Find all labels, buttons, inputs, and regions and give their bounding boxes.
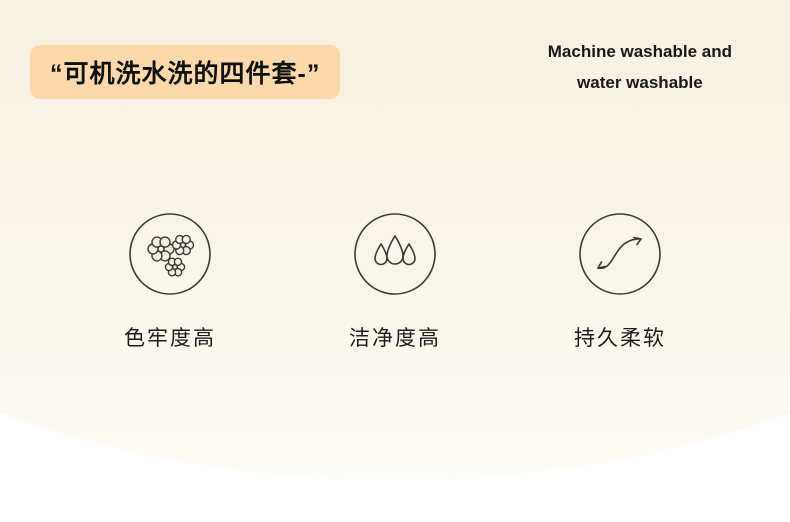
feature-label-color-fastness: 色牢度高 [124,327,216,350]
english-heading: Machine washable and water washable [548,36,732,98]
feature-row: 色牢度高 洁净度高 [0,212,790,352]
flowers-icon [128,212,212,296]
feature-label-softness: 持久柔软 [574,327,666,350]
english-heading-line2: water washable [577,73,703,92]
feature-color-fastness: 色牢度高 [90,212,250,352]
feature-label-cleanliness: 洁净度高 [349,327,441,350]
soft-curve-arrows-icon [578,212,662,296]
title-badge: “可机洗水洗的四件套-” [30,45,341,99]
feature-softness: 持久柔软 [540,212,700,352]
water-drops-icon [353,212,437,296]
english-heading-line1: Machine washable and [547,42,732,61]
feature-cleanliness: 洁净度高 [315,212,475,352]
